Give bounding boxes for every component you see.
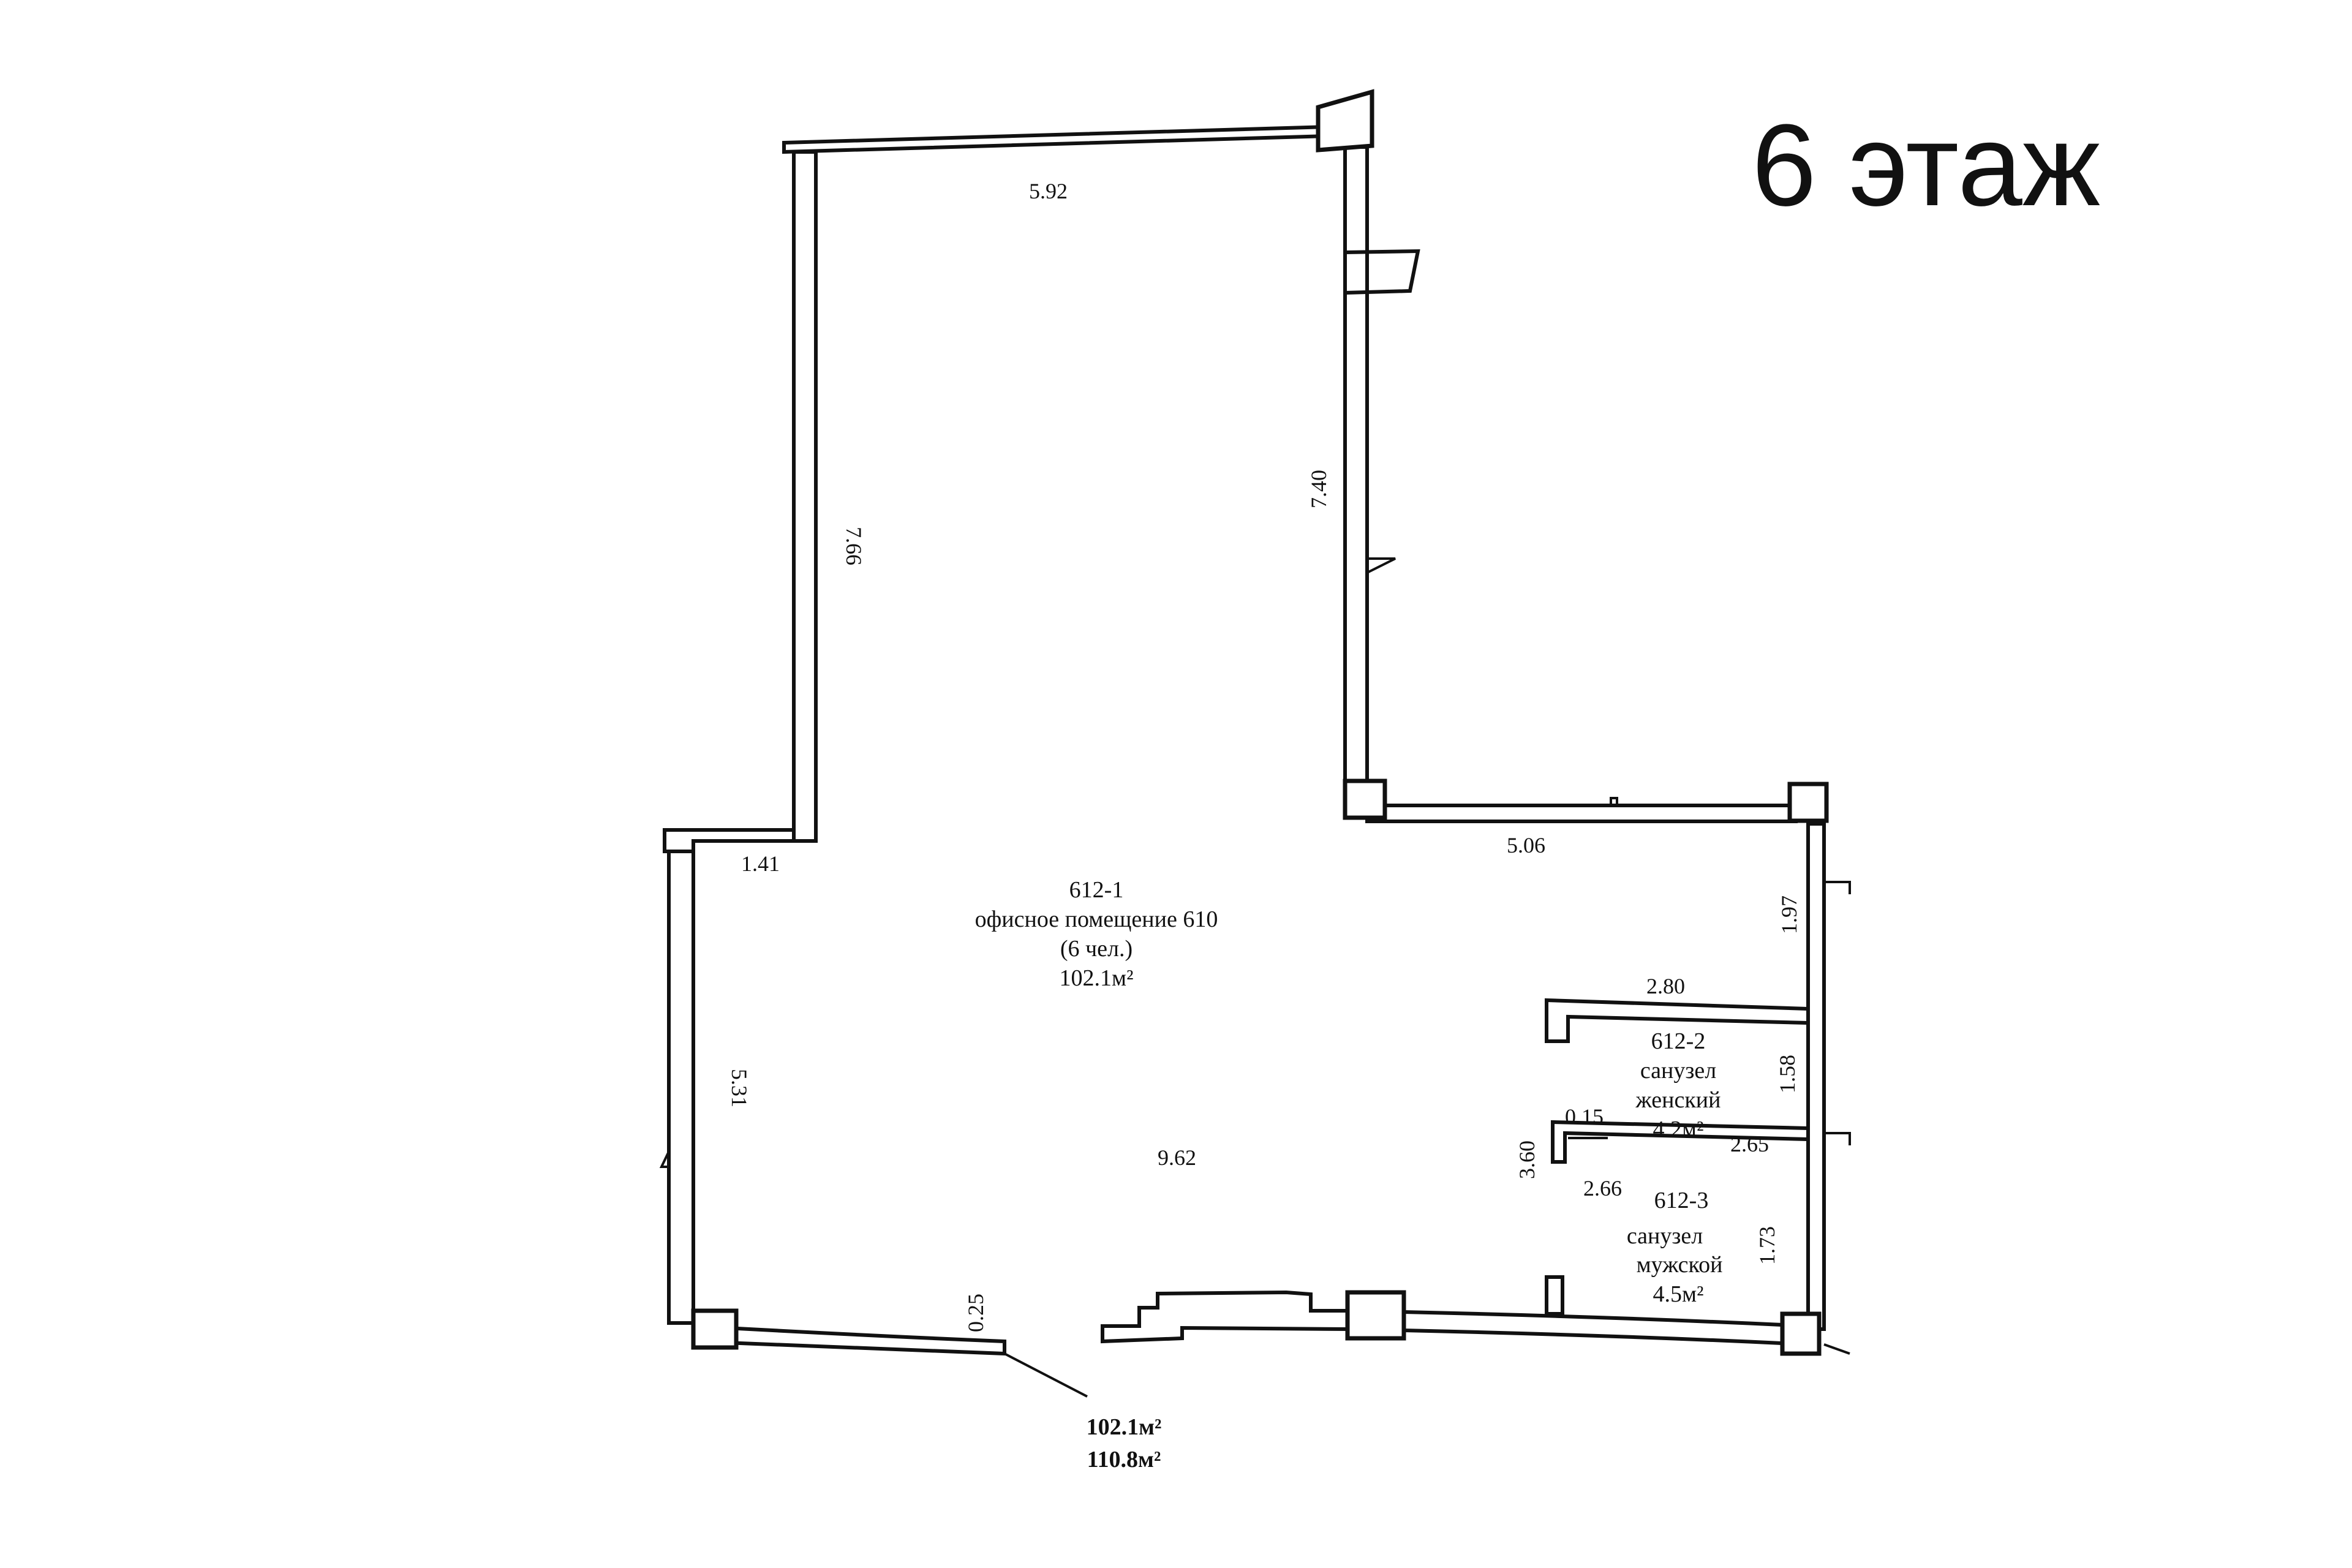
wc-middle-partition: [1551, 1120, 1810, 1164]
right-wall-frame: [1343, 249, 1420, 295]
dim-right-short: 1.97: [1777, 895, 1801, 934]
dim-bottom-offset: 0.25: [963, 1294, 988, 1332]
room-612-3-label: 612-3 санузел мужской 4.5м²: [1627, 1188, 1723, 1307]
right-wall-tick-2: [1824, 1132, 1851, 1145]
column-bottom-mid: [1345, 1290, 1406, 1341]
totals-leader-line: [1004, 1352, 1088, 1398]
floor-title: 6 этаж: [1752, 100, 2100, 230]
right-step-wall: [1365, 804, 1798, 823]
right-wall-notch: [1366, 557, 1396, 574]
dim-left-upper-wall: 7.66: [842, 527, 866, 565]
right-wall-tick-1: [1824, 881, 1851, 894]
left-lower-wall: [667, 850, 695, 1325]
columns: [691, 778, 1829, 1356]
right-lower-wall: [1806, 822, 1826, 1331]
walls: [659, 89, 1851, 1356]
dim-wc-female-width: 2.65: [1730, 1132, 1769, 1156]
room-name-line2: мужской: [1637, 1252, 1723, 1278]
total-area-1: 102.1м²: [1087, 1414, 1162, 1440]
right-upper-wall: [1343, 145, 1369, 786]
room-id: 612-3: [1654, 1188, 1709, 1213]
dim-step-right: 5.06: [1507, 833, 1545, 858]
dim-step-left: 1.41: [741, 851, 780, 876]
room-name-line2: женский: [1635, 1087, 1721, 1113]
room-area: 4.5м²: [1653, 1281, 1704, 1307]
dim-wc-male-width: 2.66: [1583, 1176, 1622, 1200]
corner-block-top: [1316, 89, 1374, 153]
dim-top-wall: 5.92: [1029, 179, 1068, 203]
dim-wc-top: 2.80: [1646, 974, 1685, 998]
dim-wc-male-height: 1.73: [1755, 1226, 1779, 1265]
room-id: 612-2: [1651, 1028, 1706, 1054]
wc-top-partition: [1545, 998, 1810, 1043]
room-name: офисное помещение 610: [975, 907, 1218, 932]
left-step-wall: [663, 828, 796, 853]
room-name-line1: санузел: [1627, 1223, 1703, 1249]
room-area: 102.1м²: [1060, 965, 1134, 991]
room-612-1-label: 612-1 офисное помещение 610 (6 чел.) 102…: [975, 877, 1218, 991]
dimensions: 5.92 7.66 7.40 5.06 1.41 5.31 9.62 1.97 …: [727, 179, 1801, 1332]
dim-main-width: 9.62: [1158, 1145, 1196, 1170]
room-name-line1: санузел: [1640, 1058, 1716, 1084]
wc-door-stub: [1545, 1275, 1564, 1316]
room-612-2-label: 612-2 санузел женский 4.2м²: [1635, 1028, 1721, 1142]
dim-wc-female-height: 1.58: [1775, 1055, 1800, 1093]
column-bottom-right: [1780, 1311, 1822, 1356]
total-area-2: 110.8м²: [1087, 1447, 1161, 1472]
bottom-left-wall: [692, 1324, 1006, 1356]
bottom-right-tick: [1823, 1343, 1850, 1355]
dim-left-lower-wall: 5.31: [727, 1069, 752, 1107]
bathroom-partitions: [1545, 998, 1810, 1316]
top-wall: [782, 124, 1330, 154]
dim-right-upper-wall: 7.40: [1306, 470, 1331, 508]
room-id: 612-1: [1069, 877, 1124, 903]
step-wall-mark: [1610, 797, 1618, 807]
room-area: 4.2м²: [1653, 1117, 1704, 1142]
column-step: [1343, 778, 1387, 820]
left-upper-wall: [792, 150, 818, 843]
left-wall-notch: [659, 1151, 670, 1168]
column-bottom-left: [691, 1308, 739, 1350]
area-totals: 102.1м² 110.8м²: [1087, 1414, 1162, 1472]
dim-wc-block-height: 3.60: [1515, 1140, 1539, 1179]
dim-partition: 0.15: [1565, 1104, 1604, 1129]
room-note: (6 чел.): [1060, 936, 1133, 962]
column-right-top: [1787, 782, 1829, 823]
